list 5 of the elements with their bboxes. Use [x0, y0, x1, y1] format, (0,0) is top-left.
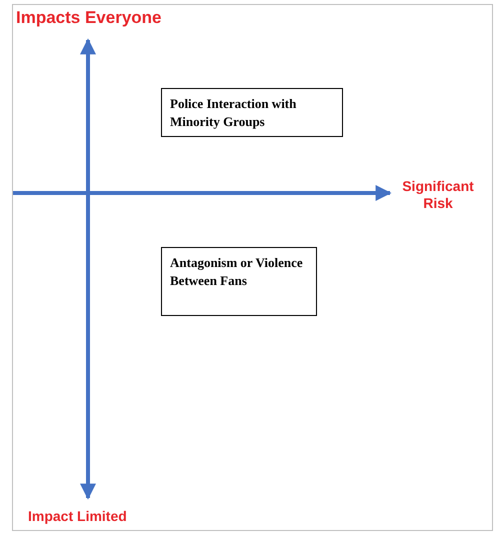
- axis-label: Impact Limited: [28, 508, 128, 525]
- axis-label: Significant Risk: [401, 178, 475, 212]
- text-box: Antagonism or Violence Between Fans: [161, 247, 317, 316]
- axis-label: Impacts Everyone: [16, 8, 163, 28]
- text-box: Police Interaction with Minority Groups: [161, 88, 343, 138]
